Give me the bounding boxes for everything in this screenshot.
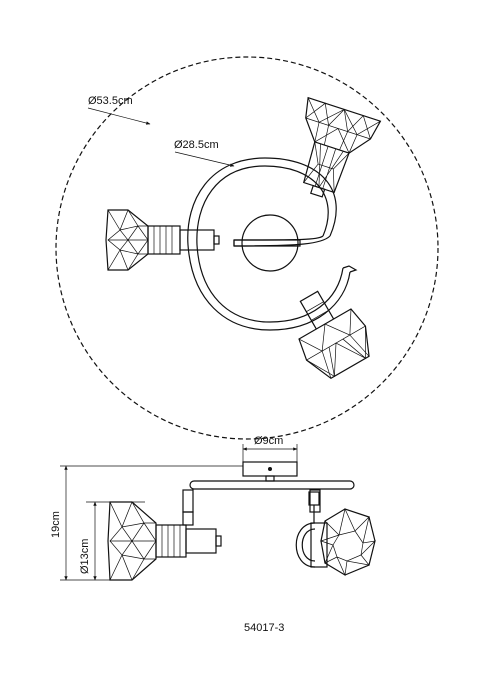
outer-diameter-label: Ø53.5cm <box>88 95 133 107</box>
shade-diameter-label: Ø13cm <box>79 539 91 574</box>
outer-diameter-circle <box>55 56 439 440</box>
spotlight-top-right <box>302 96 382 198</box>
spotlight-side-right <box>295 491 377 577</box>
spotlight-side-left <box>107 501 222 581</box>
mounting-bar <box>189 480 355 490</box>
plate-diameter-label: Ø9cm <box>254 435 283 447</box>
inner-diameter-label: Ø28.5cm <box>174 139 219 151</box>
side-view: Ø9cm 19cm Ø13cm <box>50 435 377 581</box>
spotlight-left <box>105 209 220 271</box>
outer-diameter-leader <box>87 107 151 125</box>
spotlight-bottom-right <box>298 290 370 380</box>
ceiling-plate-top <box>241 214 299 272</box>
inner-diameter-leader <box>174 151 235 167</box>
total-height-label: 19cm <box>50 511 62 538</box>
curved-bar <box>187 157 351 331</box>
top-view: Ø53.5cm Ø28.5cm <box>55 56 439 440</box>
model-number: 54017-3 <box>244 622 284 634</box>
